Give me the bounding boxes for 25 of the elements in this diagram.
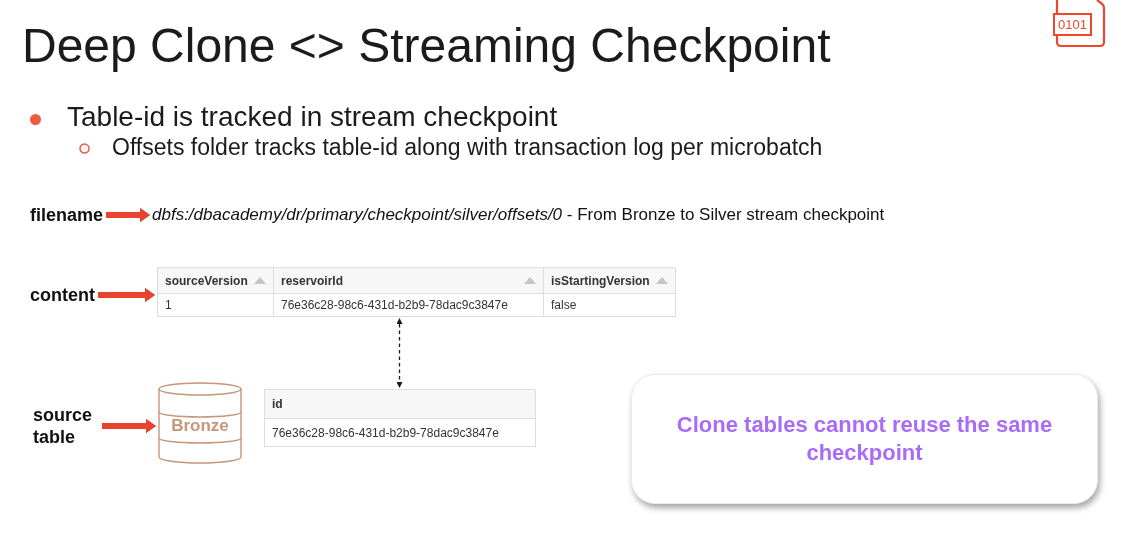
- file-path-text: dbfs:/dbacademy/dr/primary/checkpoint/silver/offsets/0 - From Bronze to Silver stream checkpoint: [152, 205, 885, 225]
- column-name: reservoirId: [281, 273, 344, 288]
- bullet-text: Table-id is tracked in stream checkpoint: [67, 100, 558, 134]
- dashed-arrow: [396, 318, 403, 388]
- column-name: id: [272, 397, 283, 411]
- data-table: [157, 267, 675, 317]
- row-label: source table: [33, 404, 99, 448]
- binary-label: 0101: [1053, 13, 1092, 36]
- block-arrow: [102, 419, 156, 433]
- table-value: 1: [158, 294, 274, 317]
- table-value: 76e36c28-98c6-431d-b2b9-78dac9c3847e: [274, 294, 544, 317]
- data-table: [264, 389, 535, 447]
- column-name: isStartingVersion: [551, 273, 650, 288]
- block-arrow: [98, 288, 155, 302]
- callout-box: Clone tables cannot reuse the same checkpoint: [631, 374, 1098, 504]
- table-value: 76e36c28-98c6-431d-b2b9-78dac9c3847e: [265, 419, 536, 447]
- node-label: Bronze: [170, 415, 230, 437]
- table-value: false: [544, 294, 676, 317]
- slide-title: Deep Clone <> Streaming Checkpoint: [22, 18, 831, 74]
- block-arrow: [106, 208, 150, 222]
- row-label: filename: [30, 204, 104, 226]
- row-label: content: [30, 284, 95, 306]
- database-cylinder: [158, 382, 242, 464]
- bullet-text: Offsets folder tracks table-id along with transaction log per microbatch: [112, 133, 823, 161]
- column-name: sourceVersion: [165, 273, 248, 288]
